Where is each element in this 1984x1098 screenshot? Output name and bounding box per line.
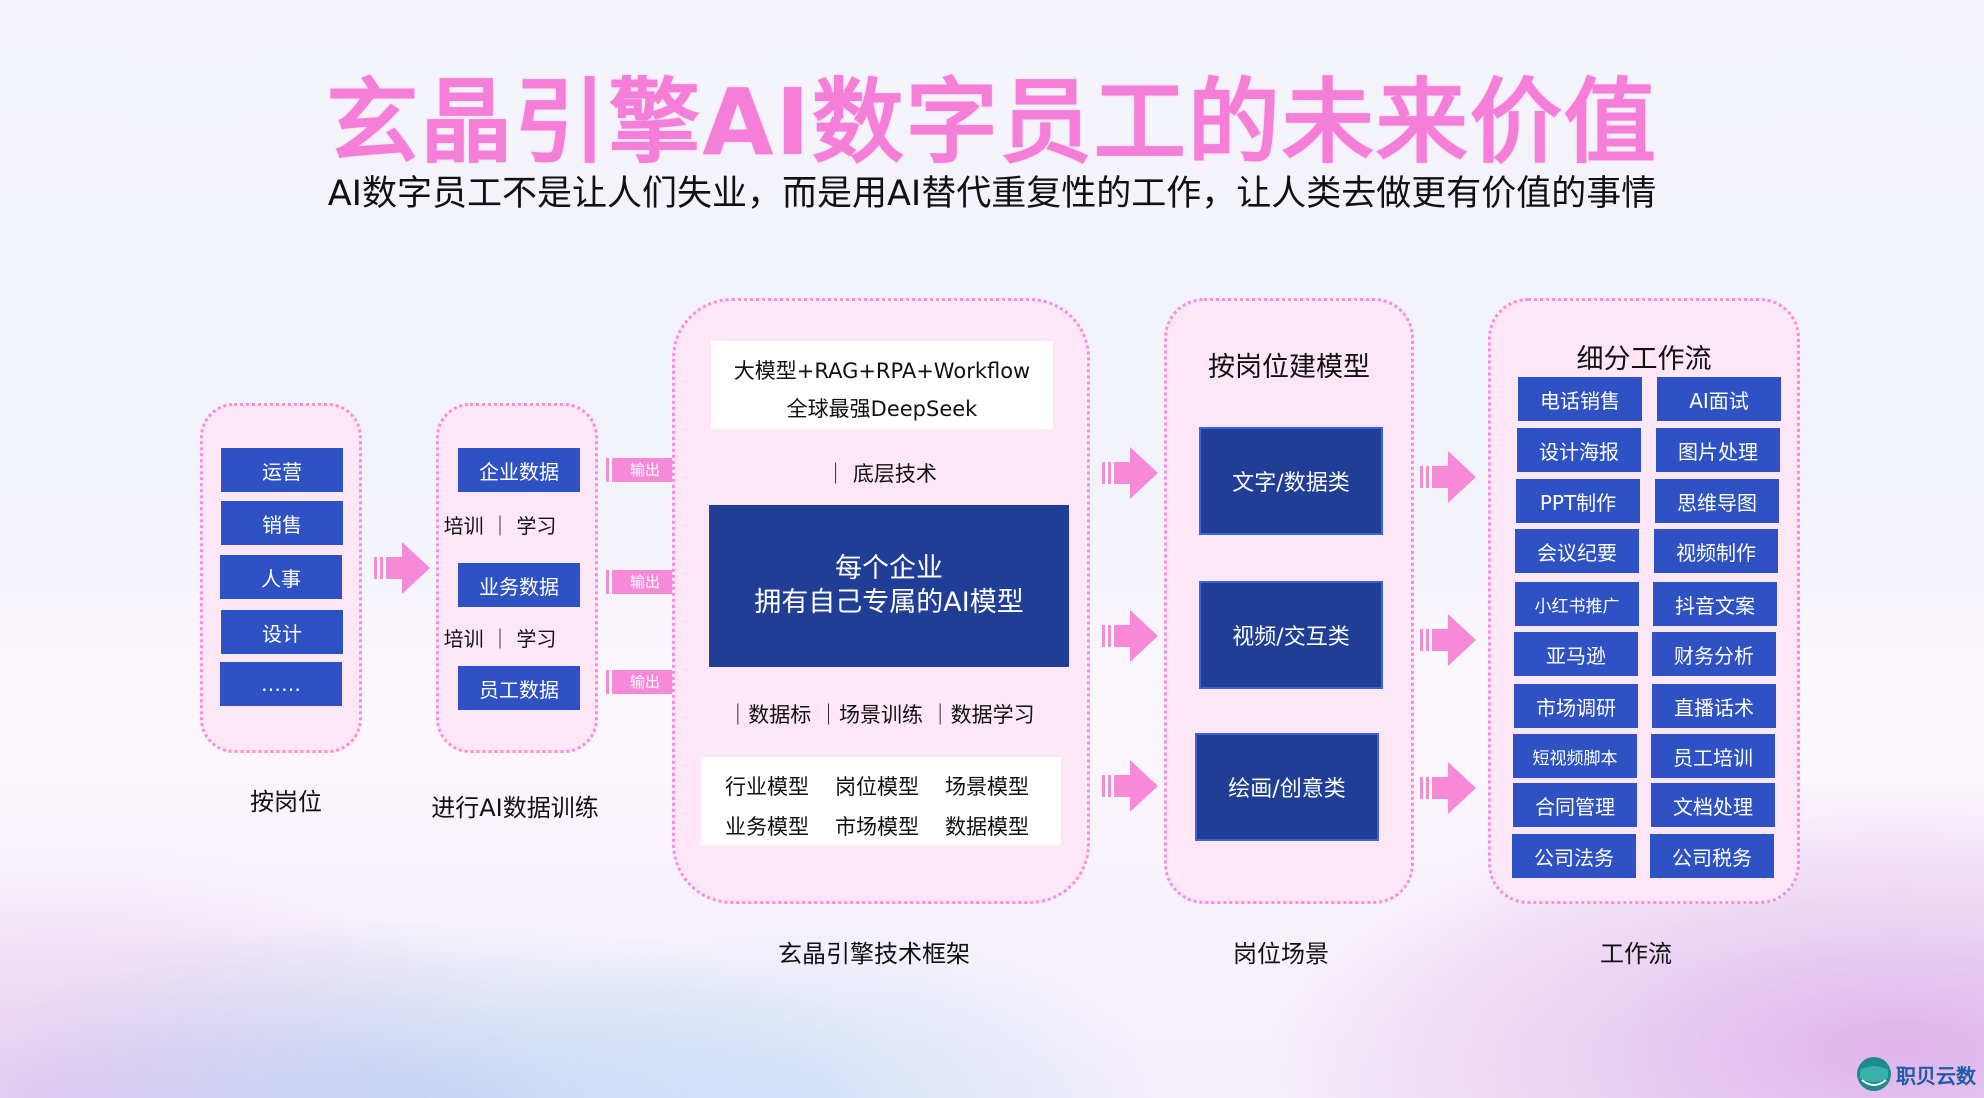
workflow-item: 市场调研 (1514, 684, 1638, 728)
scenario-caption: 岗位场景 (1233, 940, 1329, 968)
output-label: 输出 (630, 461, 661, 479)
workflow-item: 短视频脚本 (1513, 734, 1637, 778)
training-label-1: 培训 ｜ 学习 (443, 514, 557, 538)
core-model-line-1: 每个企业 (835, 553, 943, 584)
workflow-item: 合同管理 (1513, 783, 1637, 827)
workflow-item: PPT制作 (1516, 479, 1640, 523)
arrow-icon (374, 540, 432, 596)
position-box-design: 设计 (221, 610, 343, 654)
scenario-panel: 按岗位建模型 文字/数据类 视频/交互类 绘画/创意类 (1164, 298, 1414, 904)
workflow-item: 图片处理 (1656, 428, 1780, 472)
workflow-item: 设计海报 (1517, 428, 1641, 472)
core-model-line-2: 拥有自己专属的AI模型 (754, 587, 1024, 618)
training-caption: 进行AI数据训练 (431, 794, 599, 822)
workflow-item: 视频制作 (1654, 529, 1778, 573)
page-title: 玄晶引擎AI数字员工的未来价值 (326, 69, 1658, 176)
workflow-item: 直播话术 (1652, 684, 1776, 728)
model-type: 数据模型 (945, 815, 1029, 839)
arrow-icon (1420, 449, 1478, 505)
training-label-2: 培训 ｜ 学习 (443, 627, 557, 651)
tech-stack-line-2: 全球最强DeepSeek (786, 397, 978, 421)
workflow-item: 亚马逊 (1514, 632, 1638, 676)
workflow-item: 公司法务 (1512, 834, 1636, 878)
model-type: 行业模型 (725, 775, 809, 799)
text-data-category: 文字/数据类 (1199, 427, 1383, 535)
drawing-creative-category: 绘画/创意类 (1195, 733, 1379, 841)
base-tech-label: ｜ 底层技术 (825, 462, 937, 486)
workflow-item: 思维导图 (1655, 479, 1779, 523)
page-subtitle: AI数字员工不是让人们失业，而是用AI替代重复性的工作，让人类去做更有价值的事情 (327, 174, 1657, 214)
training-panel: 企业数据 培训 ｜ 学习 业务数据 培训 ｜ 学习 员工数据 (436, 403, 598, 753)
workflow-item: 公司税务 (1650, 834, 1774, 878)
model-type: 业务模型 (725, 815, 809, 839)
output-label: 输出 (630, 673, 661, 691)
video-interactive-category: 视频/交互类 (1199, 581, 1383, 689)
model-type: 场景模型 (945, 775, 1029, 799)
model-type: 岗位模型 (835, 775, 919, 799)
tech-stack-line-1: 大模型+RAG+RPA+Workflow (733, 359, 1031, 383)
positions-caption: 按岗位 (250, 788, 322, 816)
workflow-item: 员工培训 (1651, 734, 1775, 778)
enterprise-data-box: 企业数据 (458, 448, 580, 492)
workflow-item: 文档处理 (1651, 783, 1775, 827)
workflow-item: 会议纪要 (1515, 529, 1639, 573)
framework-panel: 大模型+RAG+RPA+Workflow 全球最强DeepSeek ｜ 底层技术… (672, 298, 1090, 904)
brand-logo: 职贝云数 (1856, 1056, 1976, 1092)
workflow-item: 抖音文案 (1653, 582, 1777, 626)
tech-stack-box: 大模型+RAG+RPA+Workflow 全球最强DeepSeek (711, 341, 1053, 429)
brand-logo-text: 职贝云数 (1896, 1063, 1976, 1088)
workflow-item: 小红书推广 (1515, 582, 1639, 626)
globe-icon (1857, 1057, 1891, 1091)
output-label: 输出 (630, 573, 661, 591)
methods-label: ｜数据标 ｜场景训练 ｜数据学习 (727, 703, 1035, 727)
model-type: 市场模型 (835, 815, 919, 839)
employee-data-box: 员工数据 (458, 666, 580, 710)
workflow-item: 电话销售 (1518, 377, 1642, 421)
workflow-item: 财务分析 (1652, 632, 1776, 676)
business-data-box: 业务数据 (458, 563, 580, 607)
scenario-header: 按岗位建模型 (1208, 352, 1370, 383)
arrow-icon (1102, 445, 1160, 501)
arrow-icon (1420, 612, 1478, 668)
arrow-icon (1102, 608, 1160, 664)
workflow-panel: 细分工作流 电话销售 AI面试 设计海报 图片处理 PPT制作 思维导图 会议纪… (1488, 298, 1800, 904)
workflow-caption: 工作流 (1600, 940, 1672, 968)
workflow-item: AI面试 (1657, 377, 1781, 421)
arrow-icon (1102, 758, 1160, 814)
position-box-ops: 运营 (221, 448, 343, 492)
position-box-hr: 人事 (220, 555, 342, 599)
core-model-box: 每个企业 拥有自己专属的AI模型 (709, 505, 1069, 667)
workflow-header: 细分工作流 (1576, 344, 1712, 375)
framework-caption: 玄晶引擎技术框架 (778, 940, 970, 968)
positions-panel: 运营 销售 人事 设计 …… (200, 403, 362, 753)
arrow-icon (1420, 760, 1478, 816)
model-types-box: 行业模型 岗位模型 场景模型 业务模型 市场模型 数据模型 (701, 757, 1061, 845)
position-box-sales: 销售 (221, 501, 343, 545)
position-box-more: …… (220, 662, 342, 706)
